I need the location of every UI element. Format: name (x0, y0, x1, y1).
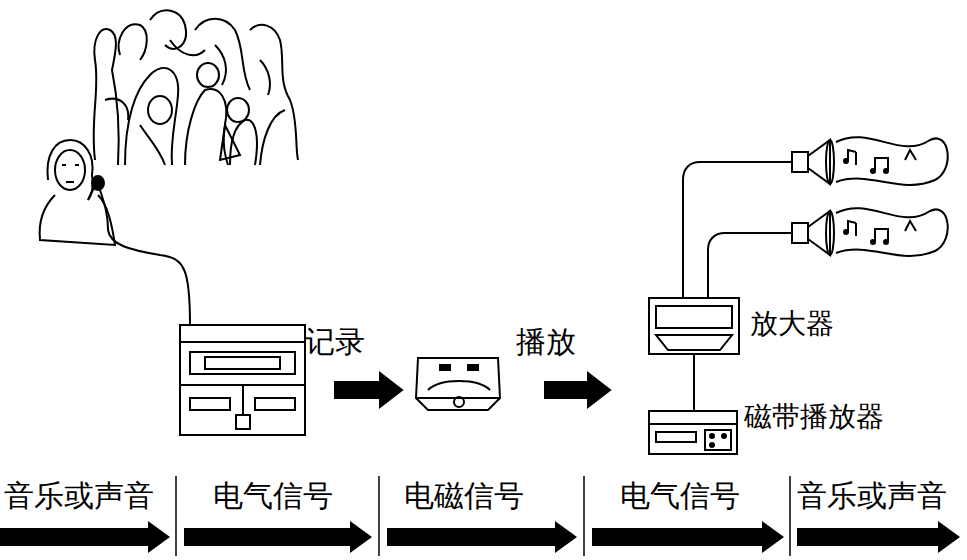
stage-label: 电气信号 (620, 478, 740, 514)
recorder-device (180, 325, 305, 435)
speaker-wire (683, 162, 792, 297)
stage-label: 音乐或声音 (797, 478, 947, 514)
speaker-wire (708, 233, 792, 297)
stage-label: 音乐或声音 (4, 478, 154, 514)
record-arrow (335, 373, 402, 407)
play-arrow (545, 373, 610, 407)
process-label: 播放 (516, 324, 576, 360)
signal-cable (693, 355, 695, 410)
stage-label: 电磁信号 (404, 478, 524, 514)
process-label: 记录 (305, 324, 365, 360)
tape-player-box: 磁带播放器 (648, 410, 738, 455)
amplifier-detail (656, 306, 732, 350)
device-label: 放大器 (750, 307, 834, 341)
cassette (416, 358, 500, 410)
amplifier-box: 放大器 (648, 297, 740, 355)
device-label: 磁带播放器 (744, 400, 884, 434)
speaker (792, 137, 948, 185)
speaker (792, 208, 948, 256)
singer-sketch (40, 140, 190, 325)
tape-player-detail (650, 424, 736, 450)
stage-arrow (0, 521, 960, 553)
crowd-sketch (94, 10, 298, 165)
stage-label: 电气信号 (213, 478, 333, 514)
stage-separator (176, 476, 790, 556)
